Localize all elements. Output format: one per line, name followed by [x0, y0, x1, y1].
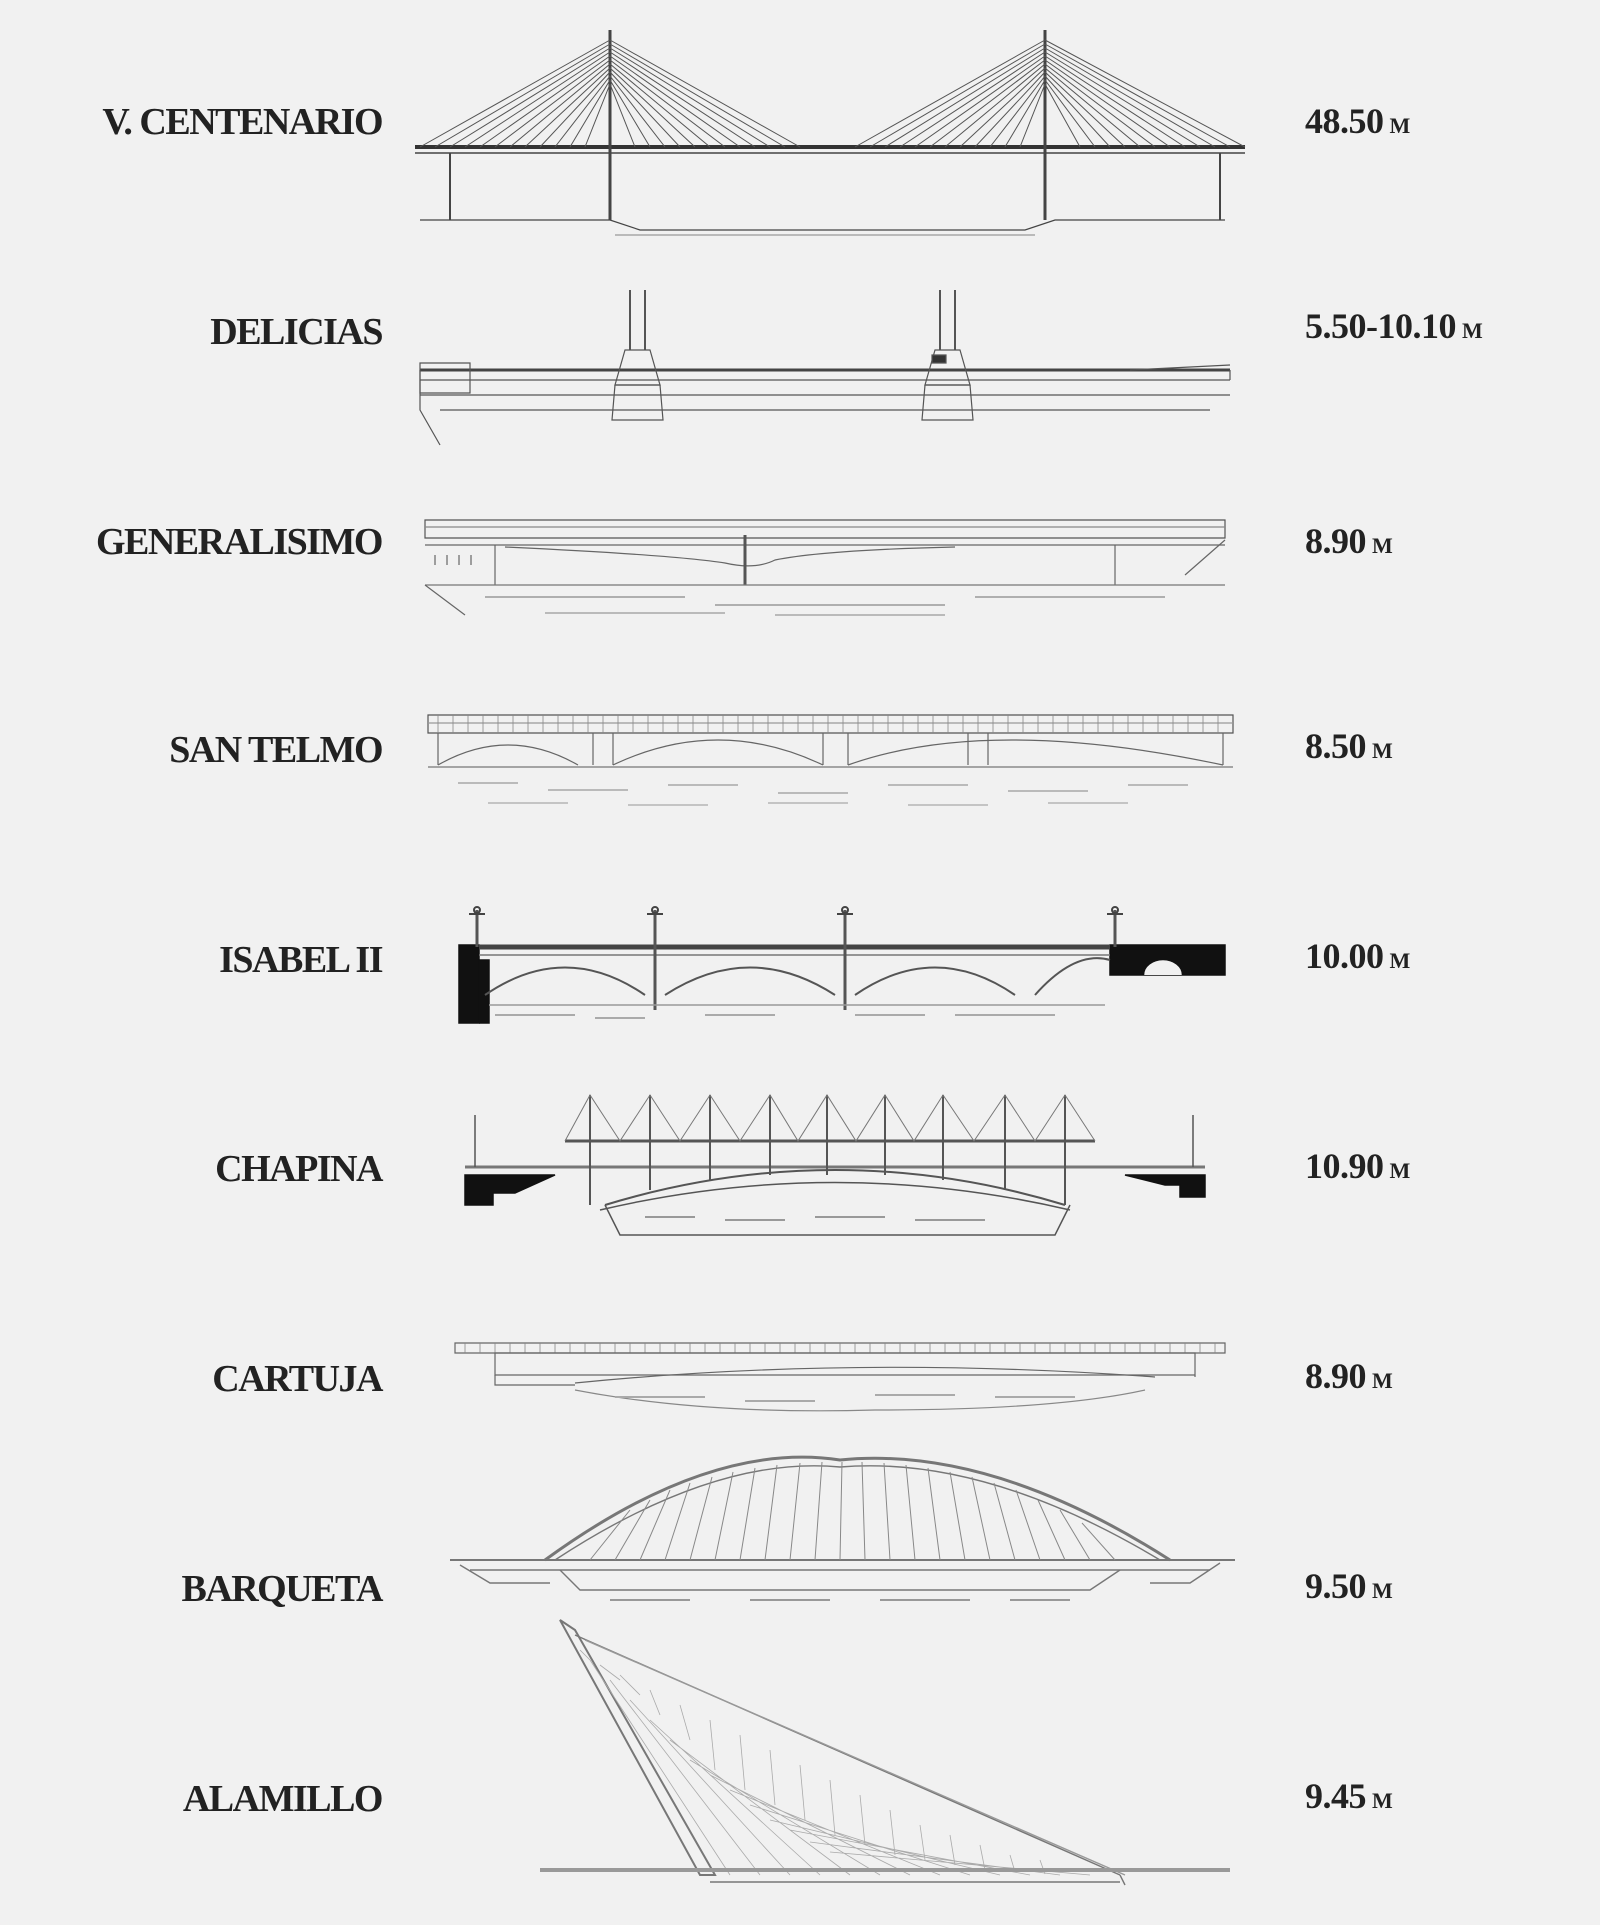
bridge-name: GENERALISIMO — [95, 521, 384, 563]
bridge-name: DELICIAS — [210, 311, 383, 353]
bridge-drawing-isabel-ii — [455, 900, 1230, 1030]
bridge-drawing-chapina — [465, 1085, 1205, 1245]
bridge-drawing-v-centenario — [415, 30, 1255, 240]
bridge-drawing-barqueta — [450, 1455, 1235, 1605]
bridge-drawing-alamillo — [530, 1620, 1230, 1895]
bridge-name: V. CENTENARIO — [102, 101, 383, 143]
bridge-name: CARTUJA — [212, 1358, 383, 1400]
bridge-name: CHAPINA — [215, 1148, 383, 1190]
bridge-name: BARQUETA — [181, 1568, 383, 1610]
bridge-drawing-san-telmo — [428, 705, 1233, 815]
bridge-drawing-cartuja — [455, 1335, 1225, 1415]
bridge-drawing-generalisimo — [425, 515, 1225, 625]
bridge-name: SAN TELMO — [169, 729, 383, 771]
bridge-name: ALAMILLO — [182, 1778, 384, 1820]
bridge-drawing-delicias — [420, 285, 1230, 455]
bridge-name: ISABEL II — [219, 939, 383, 981]
